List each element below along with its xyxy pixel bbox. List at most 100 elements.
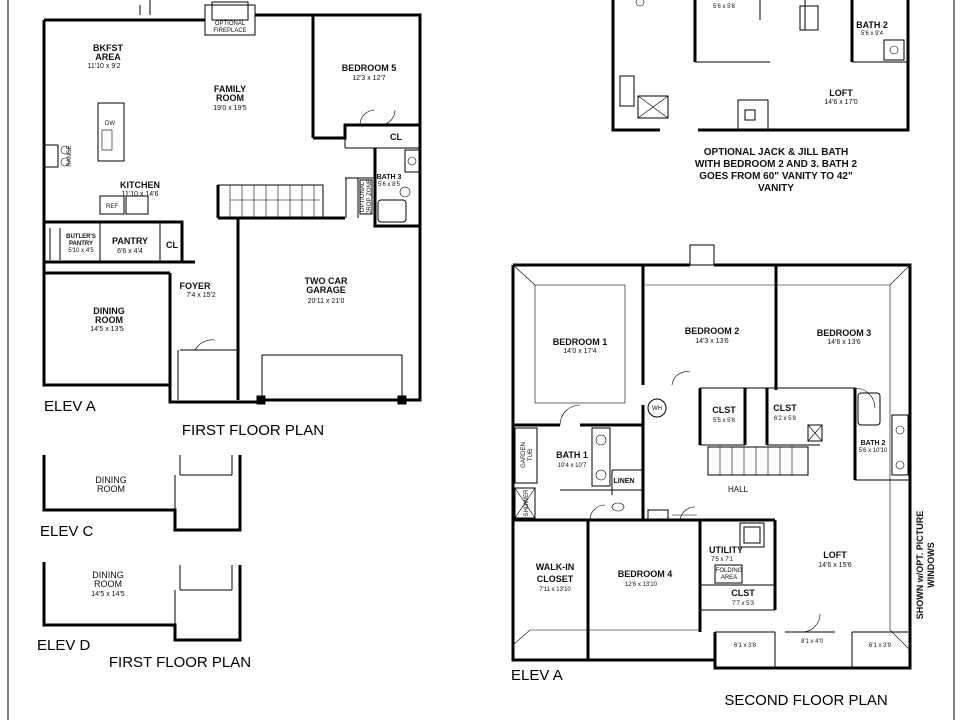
side-note-1: SHOWN w/OPT. PICTURE	[915, 511, 925, 620]
fireplace	[204, 4, 256, 36]
garden-tub	[514, 427, 538, 484]
bay-1-dim: 6'1 x 3'8	[734, 643, 757, 649]
drop-zone-label-2: DROP ZONE	[367, 179, 373, 215]
bath3-dim: 5'6 x 8'5	[378, 182, 401, 188]
garage-door	[261, 354, 403, 402]
walkin-name-1: WALK-IN	[536, 562, 575, 572]
linen-label: LINEN	[614, 478, 635, 485]
option-note-3: GOES FROM 60" VANITY TO 42"	[699, 171, 853, 182]
fireplace-label-2: FIREPLACE	[213, 28, 246, 34]
bath1-name: BATH 1	[556, 450, 588, 460]
clst3-name: CLST	[731, 588, 755, 598]
elev-d-room-2: ROOM	[94, 579, 122, 589]
elev-d-room-1: DINING	[92, 570, 124, 580]
range-label: RANGE	[67, 145, 73, 166]
bkfst-name-2: AREA	[95, 52, 121, 62]
family-name-2: ROOM	[216, 93, 244, 103]
folding-label-2: AREA	[721, 575, 737, 581]
bedroom4-name: BEDROOM 4	[618, 569, 673, 579]
bkfst-name-1: BKFST	[93, 43, 123, 53]
first-floor-plan: OPTIONAL FIREPLACE DW	[42, 0, 422, 439]
clst3-dim: 7'7 x 5'3	[732, 601, 755, 607]
hall-label: HALL	[728, 485, 749, 494]
elev-c-label: ELEV C	[40, 523, 94, 540]
side-note-2: WINDOWS	[926, 542, 936, 588]
shower	[514, 487, 536, 519]
garage-name-1: TWO CAR	[305, 276, 348, 286]
bath1-dim: 10'4 x 10'7	[558, 463, 587, 469]
elev-c-room-2: ROOM	[97, 484, 125, 494]
dishwasher-label: DW	[105, 121, 115, 127]
bedroom5-name: BEDROOM 5	[342, 63, 397, 73]
jack-jill-option-plan: BATH 2 5'6 x 9'4 5'6 x 5'8 LOFT 14'6 x 1…	[611, 0, 910, 194]
butlers-dim: 5'10 x 4'5	[68, 248, 94, 254]
refrigerator	[99, 195, 125, 215]
clst1-name: CLST	[712, 405, 736, 415]
foyer-dim: 7'4 x 15'2	[186, 292, 216, 299]
loft-dim: 14'6 x 15'6	[818, 562, 852, 569]
second-floor-stairs	[707, 446, 809, 476]
folding-label-1: FOLDING	[716, 568, 743, 574]
fireplace-label-1: OPTIONAL	[215, 21, 246, 27]
second-floor-elevation-label: ELEV A	[511, 667, 563, 684]
first-floor-alt-title: FIRST FLOOR PLAN	[109, 654, 251, 671]
bay-2-dim: 8'1 x 4'0	[801, 639, 824, 645]
first-floor-stairs	[217, 184, 324, 219]
butlers-name-1: BUTLER'S	[66, 234, 96, 240]
option-bath2-name: BATH 2	[856, 20, 888, 30]
first-floor-elevation-label: ELEV A	[44, 398, 96, 415]
clst1-dim: 5'5 x 5'8	[713, 418, 736, 424]
bedroom1-dim: 14'0 x 17'4	[563, 348, 597, 355]
bkfst-dim: 11'10 x 9'2	[88, 63, 121, 70]
bedroom3-name: BEDROOM 3	[817, 328, 872, 338]
garden-tub-label-1: GARDEN	[521, 442, 527, 468]
bedroom1-name: BEDROOM 1	[553, 337, 608, 347]
option-small-dim: 5'6 x 5'8	[713, 4, 736, 10]
family-name-1: FAMILY	[214, 84, 246, 94]
bath2-dim: 5'6 x 10'10	[859, 448, 888, 454]
option-note-4: VANITY	[758, 183, 794, 194]
walkin-dim: 7'11 x 13'10	[539, 587, 571, 593]
option-note-1: OPTIONAL JACK & JILL BATH	[704, 147, 848, 158]
pantry-closet-label: CL	[166, 240, 178, 250]
clst2-dim: 6'2 x 5'8	[774, 416, 797, 422]
option-loft-name: LOFT	[829, 88, 853, 98]
range	[43, 144, 59, 168]
water-heater	[647, 398, 667, 418]
garage-dim: 20'11 x 21'0	[308, 298, 345, 305]
family-dim: 19'0 x 19'5	[213, 105, 247, 112]
butlers-name-2: PANTRY	[69, 241, 93, 247]
kitchen-dim: 11'10 x 14'6	[122, 191, 159, 198]
first-floor-title: FIRST FLOOR PLAN	[182, 422, 324, 439]
pantry-name: PANTRY	[112, 236, 148, 246]
drop-zone-label-1: OPTIONAL	[360, 181, 366, 212]
utility-dim: 7'5 x 7'1	[711, 557, 734, 563]
loft-name: LOFT	[823, 550, 847, 560]
utility-name: UTILITY	[709, 545, 743, 555]
elev-d-dim: 14'5 x 14'5	[91, 591, 125, 598]
bedroom4-dim: 12'6 x 13'10	[625, 582, 658, 588]
bath3-name: BATH 3	[377, 174, 402, 181]
elev-d-plan: DINING ROOM 14'5 x 14'5 ELEV D FIRST FLO…	[37, 562, 251, 671]
second-floor-plan: GARDEN TUB SHOWER LINEN WH FOLDING AREA	[511, 244, 936, 709]
option-bath2-dim: 5'6 x 9'4	[861, 31, 884, 37]
pantry-dim: 6'6 x 4'4	[117, 248, 143, 255]
option-loft-dim: 14'6 x 17'0	[824, 99, 858, 106]
elev-d-label: ELEV D	[37, 637, 91, 654]
bedroom2-dim: 14'3 x 13'6	[695, 338, 729, 345]
second-floor-title: SECOND FLOOR PLAN	[724, 692, 887, 709]
bedroom3-dim: 14'6 x 13'6	[827, 339, 861, 346]
shower-label: SHOWER	[524, 489, 530, 517]
garage-name-2: GARAGE	[306, 285, 346, 295]
bay-3-dim: 6'1 x 3'9	[869, 643, 892, 649]
dining-dim: 14'5 x 13'5	[90, 326, 124, 333]
clst2-name: CLST	[773, 403, 797, 413]
bedroom5-dim: 12'3 x 12'7	[352, 75, 386, 82]
ref-label: REF	[106, 204, 118, 210]
bedroom2-name: BEDROOM 2	[685, 326, 740, 336]
closet-label: CL	[390, 132, 402, 142]
kitchen-name: KITCHEN	[120, 180, 160, 190]
option-note-2: WITH BEDROOM 2 AND 3. BATH 2	[695, 159, 858, 170]
dining-name-2: ROOM	[95, 315, 123, 325]
